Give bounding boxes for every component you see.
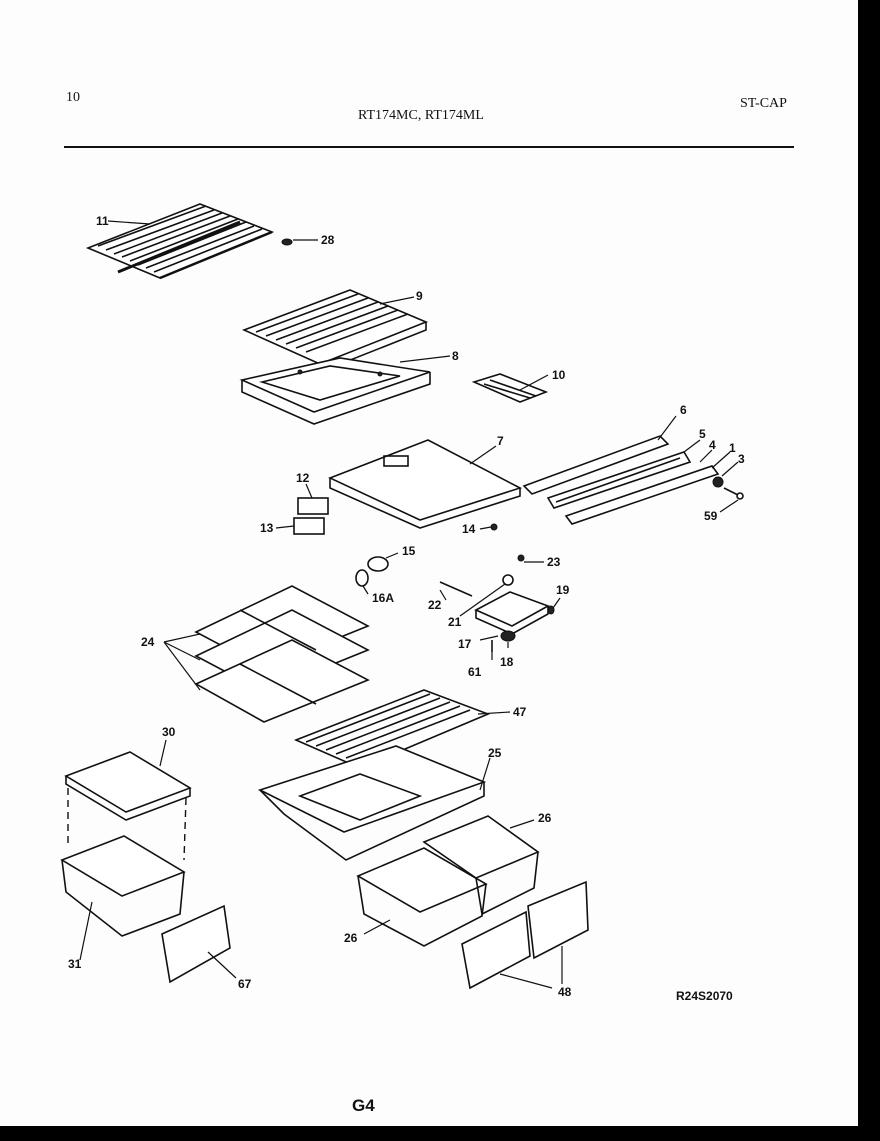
part-12-bracket bbox=[297, 497, 329, 515]
part-19-screw bbox=[547, 605, 555, 615]
callout-6: 6 bbox=[680, 403, 687, 417]
callout-21: 21 bbox=[448, 615, 462, 629]
part-18-knob bbox=[500, 630, 516, 642]
model-numbers: RT174MC, RT174ML bbox=[358, 108, 484, 123]
part-30-pan-cover bbox=[64, 751, 192, 821]
callout-17: 17 bbox=[458, 637, 472, 651]
callout-3: 3 bbox=[738, 452, 745, 466]
callout-7: 7 bbox=[497, 434, 504, 448]
callout-22: 22 bbox=[428, 598, 442, 612]
callout-16a: 16A bbox=[372, 591, 394, 605]
callout-61: 61 bbox=[468, 665, 482, 679]
part-26-crisper-right bbox=[422, 815, 540, 916]
callout-26-right: 26 bbox=[538, 811, 552, 825]
callout-15: 15 bbox=[402, 544, 416, 558]
callout-30: 30 bbox=[162, 725, 176, 739]
part-14-screw bbox=[490, 523, 498, 531]
callout-48: 48 bbox=[558, 985, 572, 999]
callout-10: 10 bbox=[552, 368, 566, 382]
callout-23: 23 bbox=[547, 555, 561, 569]
page-number: 10 bbox=[66, 90, 80, 105]
part-16a-socket bbox=[355, 569, 369, 587]
part-48-drawer-fronts bbox=[461, 880, 589, 990]
callout-28: 28 bbox=[321, 233, 335, 247]
part-26-crisper-left bbox=[356, 847, 488, 947]
callout-31: 31 bbox=[68, 957, 82, 971]
part-17-housing bbox=[474, 591, 550, 635]
callout-9: 9 bbox=[416, 289, 423, 303]
part-21-spring bbox=[502, 574, 514, 586]
part-15-bulb bbox=[367, 556, 389, 572]
footer-code: G4 bbox=[352, 1096, 375, 1115]
part-8-shelf-frame bbox=[239, 357, 431, 425]
callout-47: 47 bbox=[513, 705, 527, 719]
drawing-reference: R24S2070 bbox=[676, 989, 733, 1003]
part-31-meat-pan bbox=[60, 835, 186, 937]
exploded-parts-diagram: 11 28 9 8 10 6 5 4 1 3 59 7 12 13 14 15 … bbox=[60, 203, 745, 999]
header-rule bbox=[64, 146, 794, 148]
callout-1: 1 bbox=[729, 441, 736, 455]
part-23-screw bbox=[517, 554, 525, 562]
callout-14: 14 bbox=[462, 522, 476, 536]
parts-6-5-4-1-rails bbox=[522, 435, 720, 525]
callout-67: 67 bbox=[238, 977, 252, 991]
part-3-knob bbox=[712, 476, 724, 488]
callout-4: 4 bbox=[709, 438, 716, 452]
part-13-bracket bbox=[293, 517, 325, 535]
callout-12: 12 bbox=[296, 471, 310, 485]
callout-19: 19 bbox=[556, 583, 570, 597]
callout-8: 8 bbox=[452, 349, 459, 363]
part-28-clip bbox=[281, 238, 293, 246]
callout-25: 25 bbox=[488, 746, 502, 760]
part-11-wire-shelf bbox=[85, 203, 275, 280]
callout-13: 13 bbox=[260, 521, 274, 535]
part-9-shelf-top bbox=[241, 289, 429, 374]
part-59-screw bbox=[723, 487, 744, 500]
part-47-crisper-grille bbox=[293, 689, 491, 769]
callout-labels: 11 28 9 8 10 6 5 4 1 3 59 7 12 13 14 15 … bbox=[68, 214, 745, 999]
callout-18: 18 bbox=[500, 655, 514, 669]
part-10-tray bbox=[471, 373, 549, 403]
section-code: ST-CAP bbox=[740, 96, 787, 111]
callout-59: 59 bbox=[704, 509, 718, 523]
callout-24: 24 bbox=[141, 635, 155, 649]
part-67-pan-front bbox=[161, 904, 231, 984]
part-22-pin bbox=[439, 581, 473, 597]
part-7-shelf bbox=[327, 439, 523, 529]
leader-lines bbox=[79, 220, 739, 989]
part-25-crisper-frame bbox=[257, 745, 487, 861]
callout-11: 11 bbox=[96, 214, 109, 228]
parts-sheet: { "header": { "page_number": "10", "mode… bbox=[0, 0, 858, 1126]
callout-5: 5 bbox=[699, 427, 706, 441]
part-24-glass-shelves bbox=[194, 585, 370, 723]
callout-26-left: 26 bbox=[344, 931, 358, 945]
